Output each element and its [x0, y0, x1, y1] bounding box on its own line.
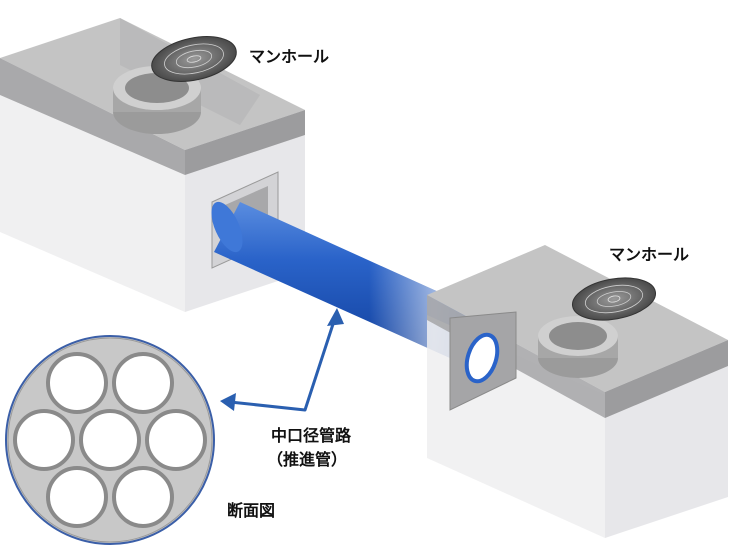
pipe-label: 中口径管路: [271, 426, 352, 445]
manhole-cover-icon: [151, 36, 237, 82]
cross-section-icon: [5, 335, 215, 545]
manhole-cover-icon: [571, 277, 657, 321]
pipe-label-sub: （推進管）: [267, 450, 348, 469]
right-manhole-box: [427, 245, 728, 538]
arrow-heads: [220, 308, 344, 411]
pointer-arrow-icon: [228, 316, 337, 412]
manhole-label-right: マンホール: [609, 245, 690, 264]
manhole-label-left: マンホール: [249, 47, 330, 66]
cross-section-label: 断面図: [227, 501, 276, 520]
pipe: [211, 201, 496, 367]
